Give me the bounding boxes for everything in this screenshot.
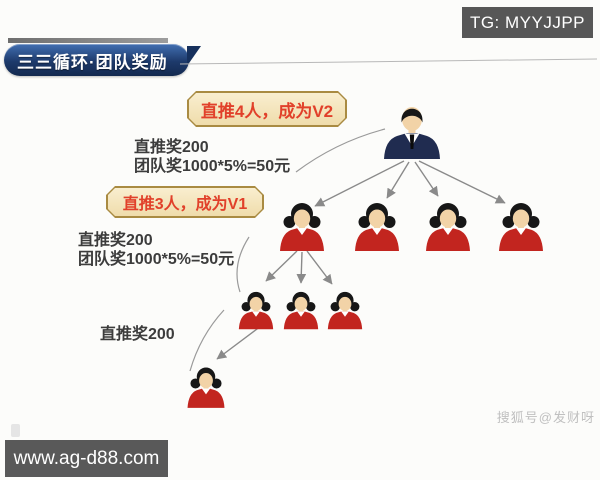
v2-reward-line1: 直推奖200 bbox=[134, 139, 209, 156]
woman-red-icon-level2-1 bbox=[280, 203, 324, 251]
banner-tail-decoration bbox=[187, 46, 201, 66]
woman-red-icon-level3-2 bbox=[283, 291, 319, 330]
v1-reward-line2: 团队奖1000*5%=50元 bbox=[78, 250, 235, 268]
v1-reward-line1: 直推奖200 bbox=[78, 232, 153, 249]
curve-v1-to-level3 bbox=[236, 236, 250, 293]
v2-requirement-badge-inner: 直推4人，成为V2 bbox=[189, 93, 345, 125]
v1-requirement-badge: 直推3人，成为V1 bbox=[106, 186, 264, 218]
tg-contact-badge: TG: MYYJJPP bbox=[462, 7, 593, 38]
woman-red-icon-level3-1 bbox=[238, 291, 274, 330]
bottom-reward-text: 直推奖200 bbox=[100, 326, 175, 343]
woman-red-icon-level2-4 bbox=[499, 203, 543, 251]
v2-requirement-label: 直推4人，成为V2 bbox=[200, 101, 334, 121]
header-rule-line bbox=[179, 58, 598, 65]
arrows-v1-to-level3 bbox=[265, 250, 333, 285]
woman-red-icon-level2-3 bbox=[426, 203, 470, 251]
arrow-level3-to-level4 bbox=[216, 325, 262, 360]
woman-red-icon-level3-3 bbox=[327, 291, 363, 330]
v1-requirement-label: 直推3人，成为V1 bbox=[122, 196, 248, 213]
connector-note-to-leader bbox=[295, 128, 386, 173]
v2-reward-line2: 团队奖1000*5%=50元 bbox=[134, 157, 291, 175]
v2-requirement-badge: 直推4人，成为V2 bbox=[187, 91, 347, 127]
smudge-artifact bbox=[11, 424, 20, 437]
woman-red-icon-level4-1 bbox=[187, 367, 225, 408]
banner-top-strip bbox=[8, 38, 168, 43]
curve-level3-to-level4 bbox=[189, 309, 225, 372]
v2-reward-text: 直推奖200 团队奖1000*5%=50元 bbox=[134, 139, 290, 176]
v1-requirement-badge-inner: 直推3人，成为V1 bbox=[108, 188, 262, 216]
banner-title: 三三循环·团队奖励 bbox=[17, 52, 168, 72]
v1-reward-text: 直推奖200 团队奖1000*5%=50元 bbox=[78, 232, 234, 269]
site-url-badge: www.ag-d88.com bbox=[5, 440, 168, 477]
sohu-watermark: 搜狐号@发财呀 bbox=[496, 410, 595, 425]
woman-red-icon-level2-2 bbox=[355, 203, 399, 251]
arrows-leader-to-level2 bbox=[314, 160, 506, 207]
title-banner: 三三循环·团队奖励 bbox=[4, 44, 201, 76]
man-suit-icon-leader bbox=[384, 107, 440, 159]
